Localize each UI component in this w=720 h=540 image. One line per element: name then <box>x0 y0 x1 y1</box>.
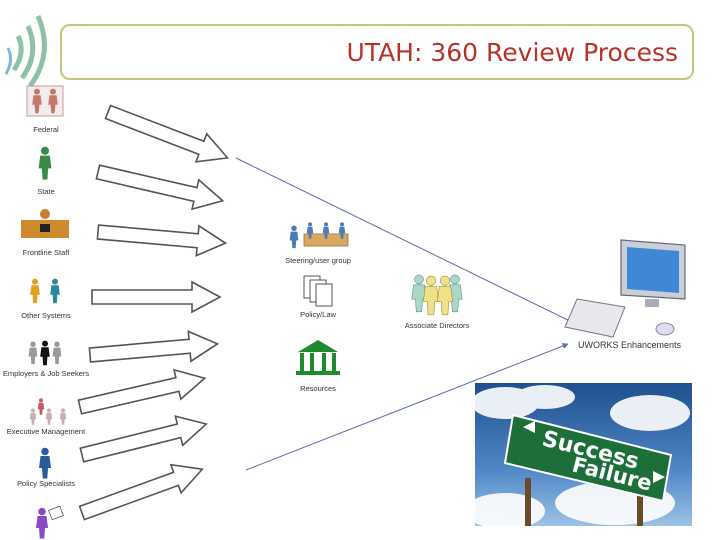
associate-group-icon <box>411 274 463 316</box>
arrow-federal <box>101 97 234 173</box>
stakeholder-label: Federal <box>33 125 59 134</box>
stakeholder-label: State <box>37 187 55 196</box>
documents-icon <box>303 275 333 307</box>
stakeholder-label: Policy Specialists <box>17 479 75 488</box>
target-label: UWORKS Enhancements <box>578 340 682 350</box>
associate-label: Associate Directors <box>404 321 470 330</box>
title-box: UTAH: 360 Review Process <box>60 24 694 80</box>
state-person-icon <box>38 146 52 180</box>
arrow-other-systems <box>91 281 221 313</box>
sign-left-arrow-icon <box>523 421 535 433</box>
success-failure-photo: Success Failure <box>475 383 692 526</box>
arrow-state <box>93 156 227 217</box>
policy-person-icon <box>39 447 51 479</box>
stakeholder-label: Other Systems <box>21 311 71 320</box>
page-title: UTAH: 360 Review Process <box>346 38 678 67</box>
bank-building-icon <box>296 340 340 375</box>
arrow-document <box>76 454 209 528</box>
arrow-employers <box>87 328 220 371</box>
meeting-table-icon <box>289 222 349 249</box>
stakeholder-label: Employers & Job Seekers <box>2 369 90 378</box>
employers-group-icon <box>28 340 62 366</box>
arrow-frontline <box>95 216 228 259</box>
stakeholder-arrows <box>75 97 234 528</box>
frontline-desk-icon <box>21 209 69 238</box>
other-systems-people-icon <box>30 278 60 304</box>
flow-line-bottom <box>245 343 569 471</box>
center-item-label: Steering/user group <box>285 256 351 265</box>
stakeholder-label: Executive Management <box>6 427 86 436</box>
document-person-icon <box>36 505 64 539</box>
sign-right-arrow-icon <box>653 471 665 483</box>
stakeholder-label: Frontline Staff <box>22 248 70 257</box>
executive-people-icon <box>29 398 67 425</box>
computer-icon <box>564 239 686 338</box>
center-item-label: Resources <box>300 384 336 393</box>
arrow-executive <box>75 362 209 423</box>
flow-line-top <box>235 157 581 327</box>
arrow-policy <box>77 408 211 471</box>
federal-people-icon <box>26 85 64 117</box>
center-item-label: Policy/Law <box>300 310 336 319</box>
signal-logo <box>4 15 47 88</box>
